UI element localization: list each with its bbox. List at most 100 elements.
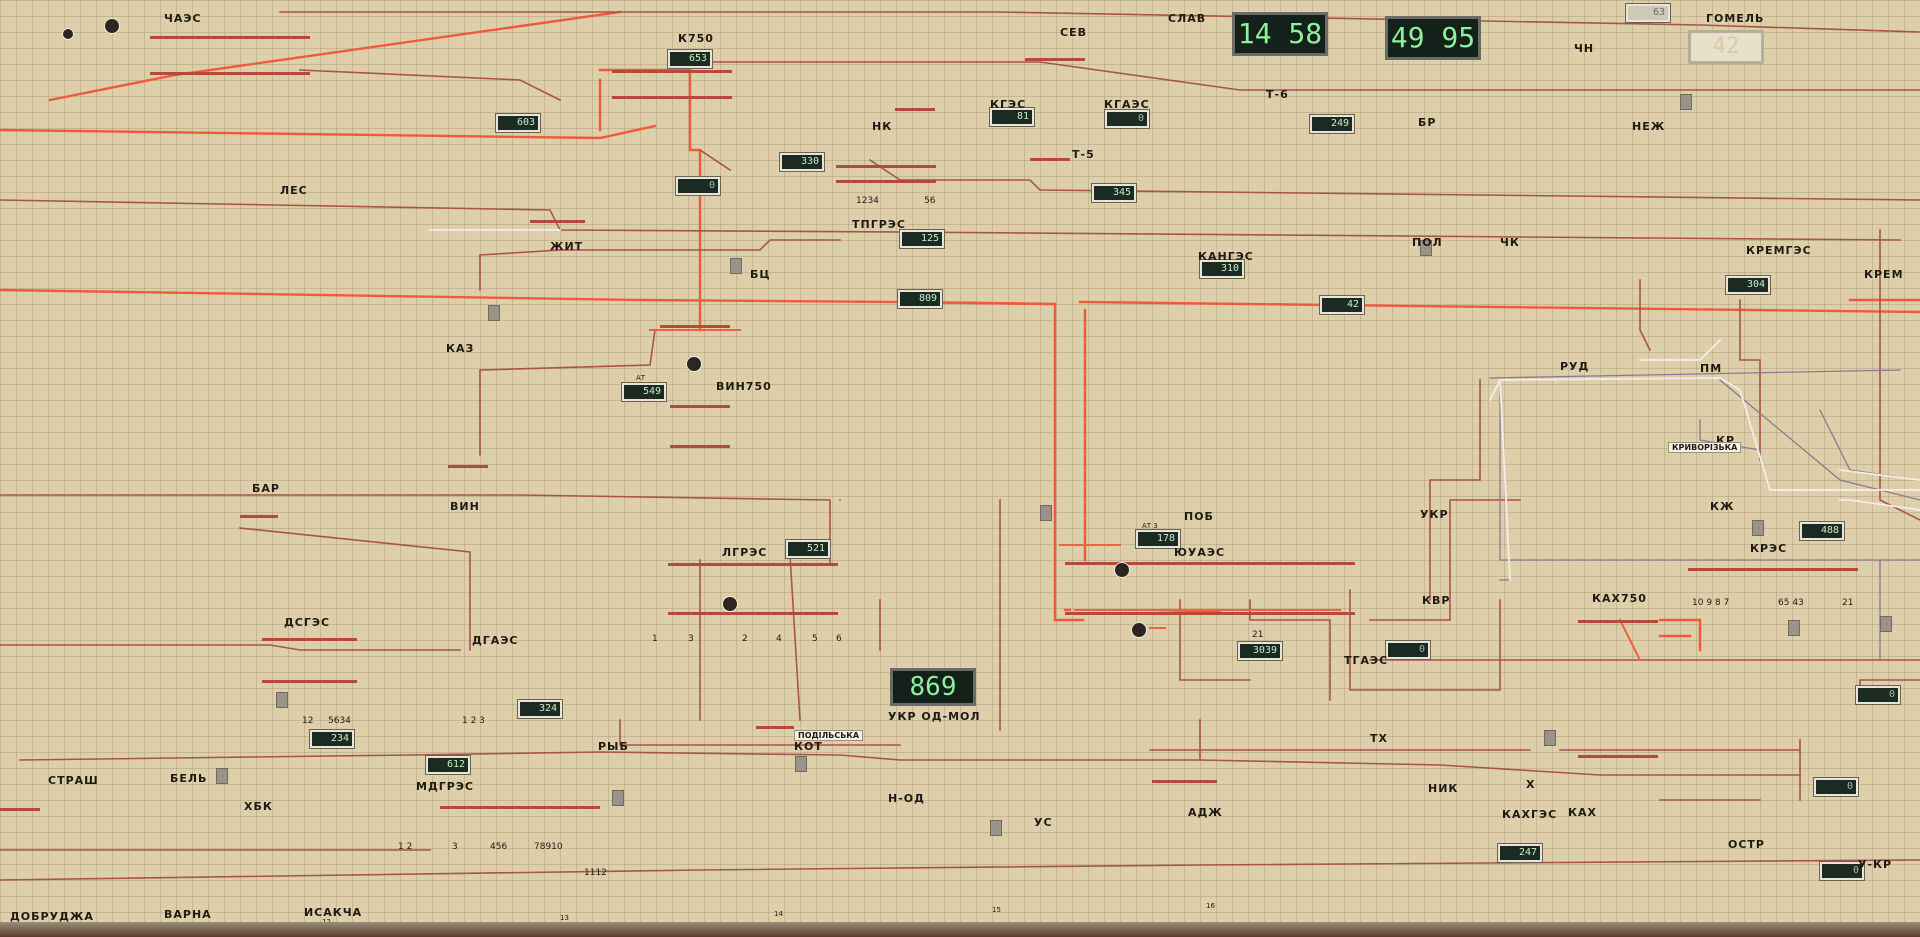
lines-330kv [0, 11, 1920, 881]
switch-icon [1040, 505, 1052, 521]
label-tgaes: ТГАЭС [1344, 654, 1389, 667]
label-ds-5634: 5634 [328, 716, 351, 726]
label-sev: СЕВ [1060, 26, 1087, 39]
busbar-tpgres-2 [836, 180, 936, 183]
busbar-t5 [1030, 158, 1070, 161]
label-tpgres: ТПГРЭС [852, 218, 906, 231]
busbar-zhit [530, 220, 585, 223]
generator-icon [62, 28, 74, 40]
meter-0-right1: 0 [1856, 686, 1900, 704]
meter-0-right2: 0 [1814, 778, 1858, 796]
meter-81: 81 [990, 108, 1034, 126]
label-kanges: КАНГЭС [1198, 250, 1254, 263]
lines-white [429, 229, 1920, 581]
label-br: БР [1418, 116, 1437, 129]
label-kah: КАХ [1568, 806, 1597, 819]
switch-icon [1788, 620, 1800, 636]
generator-icon [722, 596, 738, 612]
meter-0-ukr: 0 [1820, 862, 1864, 880]
generator-icon [1114, 562, 1130, 578]
label-strash: СТРАШ [48, 774, 99, 787]
busbar-bar [240, 515, 278, 518]
switch-icon [216, 768, 228, 784]
label-lg-2: 2 [742, 634, 748, 644]
busbar-nk [895, 108, 935, 111]
label-t6: Т-6 [1266, 88, 1289, 101]
time-display: 14 58 [1232, 12, 1328, 56]
label-md-12: 1 2 [398, 842, 413, 852]
busbar-adzh [1152, 780, 1217, 783]
label-krem: КРЕМ [1864, 268, 1904, 281]
meter-809: 809 [898, 290, 942, 308]
switch-icon [990, 820, 1002, 836]
switch-icon [488, 305, 500, 321]
label-ds-12: 12 [302, 716, 314, 726]
label-md-3: 3 [452, 842, 458, 852]
busbar-dsges-2 [262, 680, 357, 683]
label-kaz: КАЗ [446, 342, 475, 355]
meter-0a: 0 [676, 177, 720, 195]
generator-icon [104, 18, 120, 34]
label-kres: КРЭС [1750, 542, 1788, 555]
busbar-chaes-2 [150, 72, 310, 75]
busbar-k750 [612, 70, 732, 73]
label-rud: РУД [1560, 360, 1590, 373]
label-ukr-node: УКР [1420, 508, 1449, 521]
lines-750kv [0, 10, 1920, 652]
meter-345: 345 [1092, 184, 1136, 202]
meter-247: 247 [1498, 844, 1542, 862]
meter-249: 249 [1310, 115, 1354, 133]
busbar-kot [756, 726, 794, 729]
label-slav: СЛАВ [1168, 12, 1207, 25]
label-kot: КОТ [794, 740, 823, 753]
label-nk: НК [872, 120, 893, 133]
label-md-456: 456 [490, 842, 508, 852]
label-mdgres: МДГРЭС [416, 780, 474, 793]
busbar-lgres-2 [668, 612, 838, 615]
label-vin: ВИН [450, 500, 480, 513]
label-dg-123: 1 2 3 [462, 716, 485, 726]
label-kr-10987: 10 9 8 7 [1692, 598, 1730, 608]
label-kah750: КАХ750 [1592, 592, 1647, 605]
label-lg-5: 5 [812, 634, 818, 644]
generator-icon [686, 356, 702, 372]
label-at: АТ [636, 374, 646, 382]
gomel-display: 42 [1688, 30, 1764, 64]
busbar-chaes [150, 36, 310, 39]
meter-42: 42 [1320, 296, 1364, 314]
label-kahges: КАХГЭС [1502, 808, 1558, 821]
label-md-1112: 1112 [584, 868, 607, 878]
meter-304: 304 [1726, 276, 1770, 294]
label-dobrudzha: ДОБРУДЖА [10, 910, 94, 923]
label-podilska: ПОДІЛЬСЬКА [794, 730, 864, 741]
meter-488: 488 [1800, 522, 1844, 540]
lines-local-750 [649, 329, 1642, 662]
label-zhit: ЖИТ [550, 240, 584, 253]
busbar-kres [1688, 568, 1858, 571]
label-kr-6543: 65 43 [1778, 598, 1804, 608]
busbar-lgres [668, 563, 838, 566]
lines-220kv [1489, 369, 1920, 661]
label-md-78910: 78910 [534, 842, 563, 852]
label-dgaes: ДГАЭС [472, 634, 519, 647]
label-t5: Т-5 [1072, 148, 1095, 161]
label-us: УС [1034, 816, 1053, 829]
switch-icon [795, 756, 807, 772]
label-k750: К750 [678, 32, 714, 45]
label-nik: НИК [1428, 782, 1459, 795]
label-dsges: ДСГЭС [284, 616, 331, 629]
meter-kgaes: 0 [1105, 110, 1149, 128]
label-kr-21: 21 [1842, 598, 1854, 608]
switch-icon [1680, 94, 1692, 110]
busbar-kah750 [1578, 620, 1658, 623]
label-bel: БЕЛЬ [170, 772, 208, 785]
label-tx: ТХ [1370, 732, 1388, 745]
meter-521: 521 [786, 540, 830, 558]
label-lg-3: 3 [688, 634, 694, 644]
busbar-podilska-line [0, 808, 40, 811]
busbar-vin [448, 465, 488, 468]
label-n-od: Н-ОД [888, 792, 925, 805]
label-vin750: ВИН750 [716, 380, 772, 393]
meter-603: 603 [496, 114, 540, 132]
